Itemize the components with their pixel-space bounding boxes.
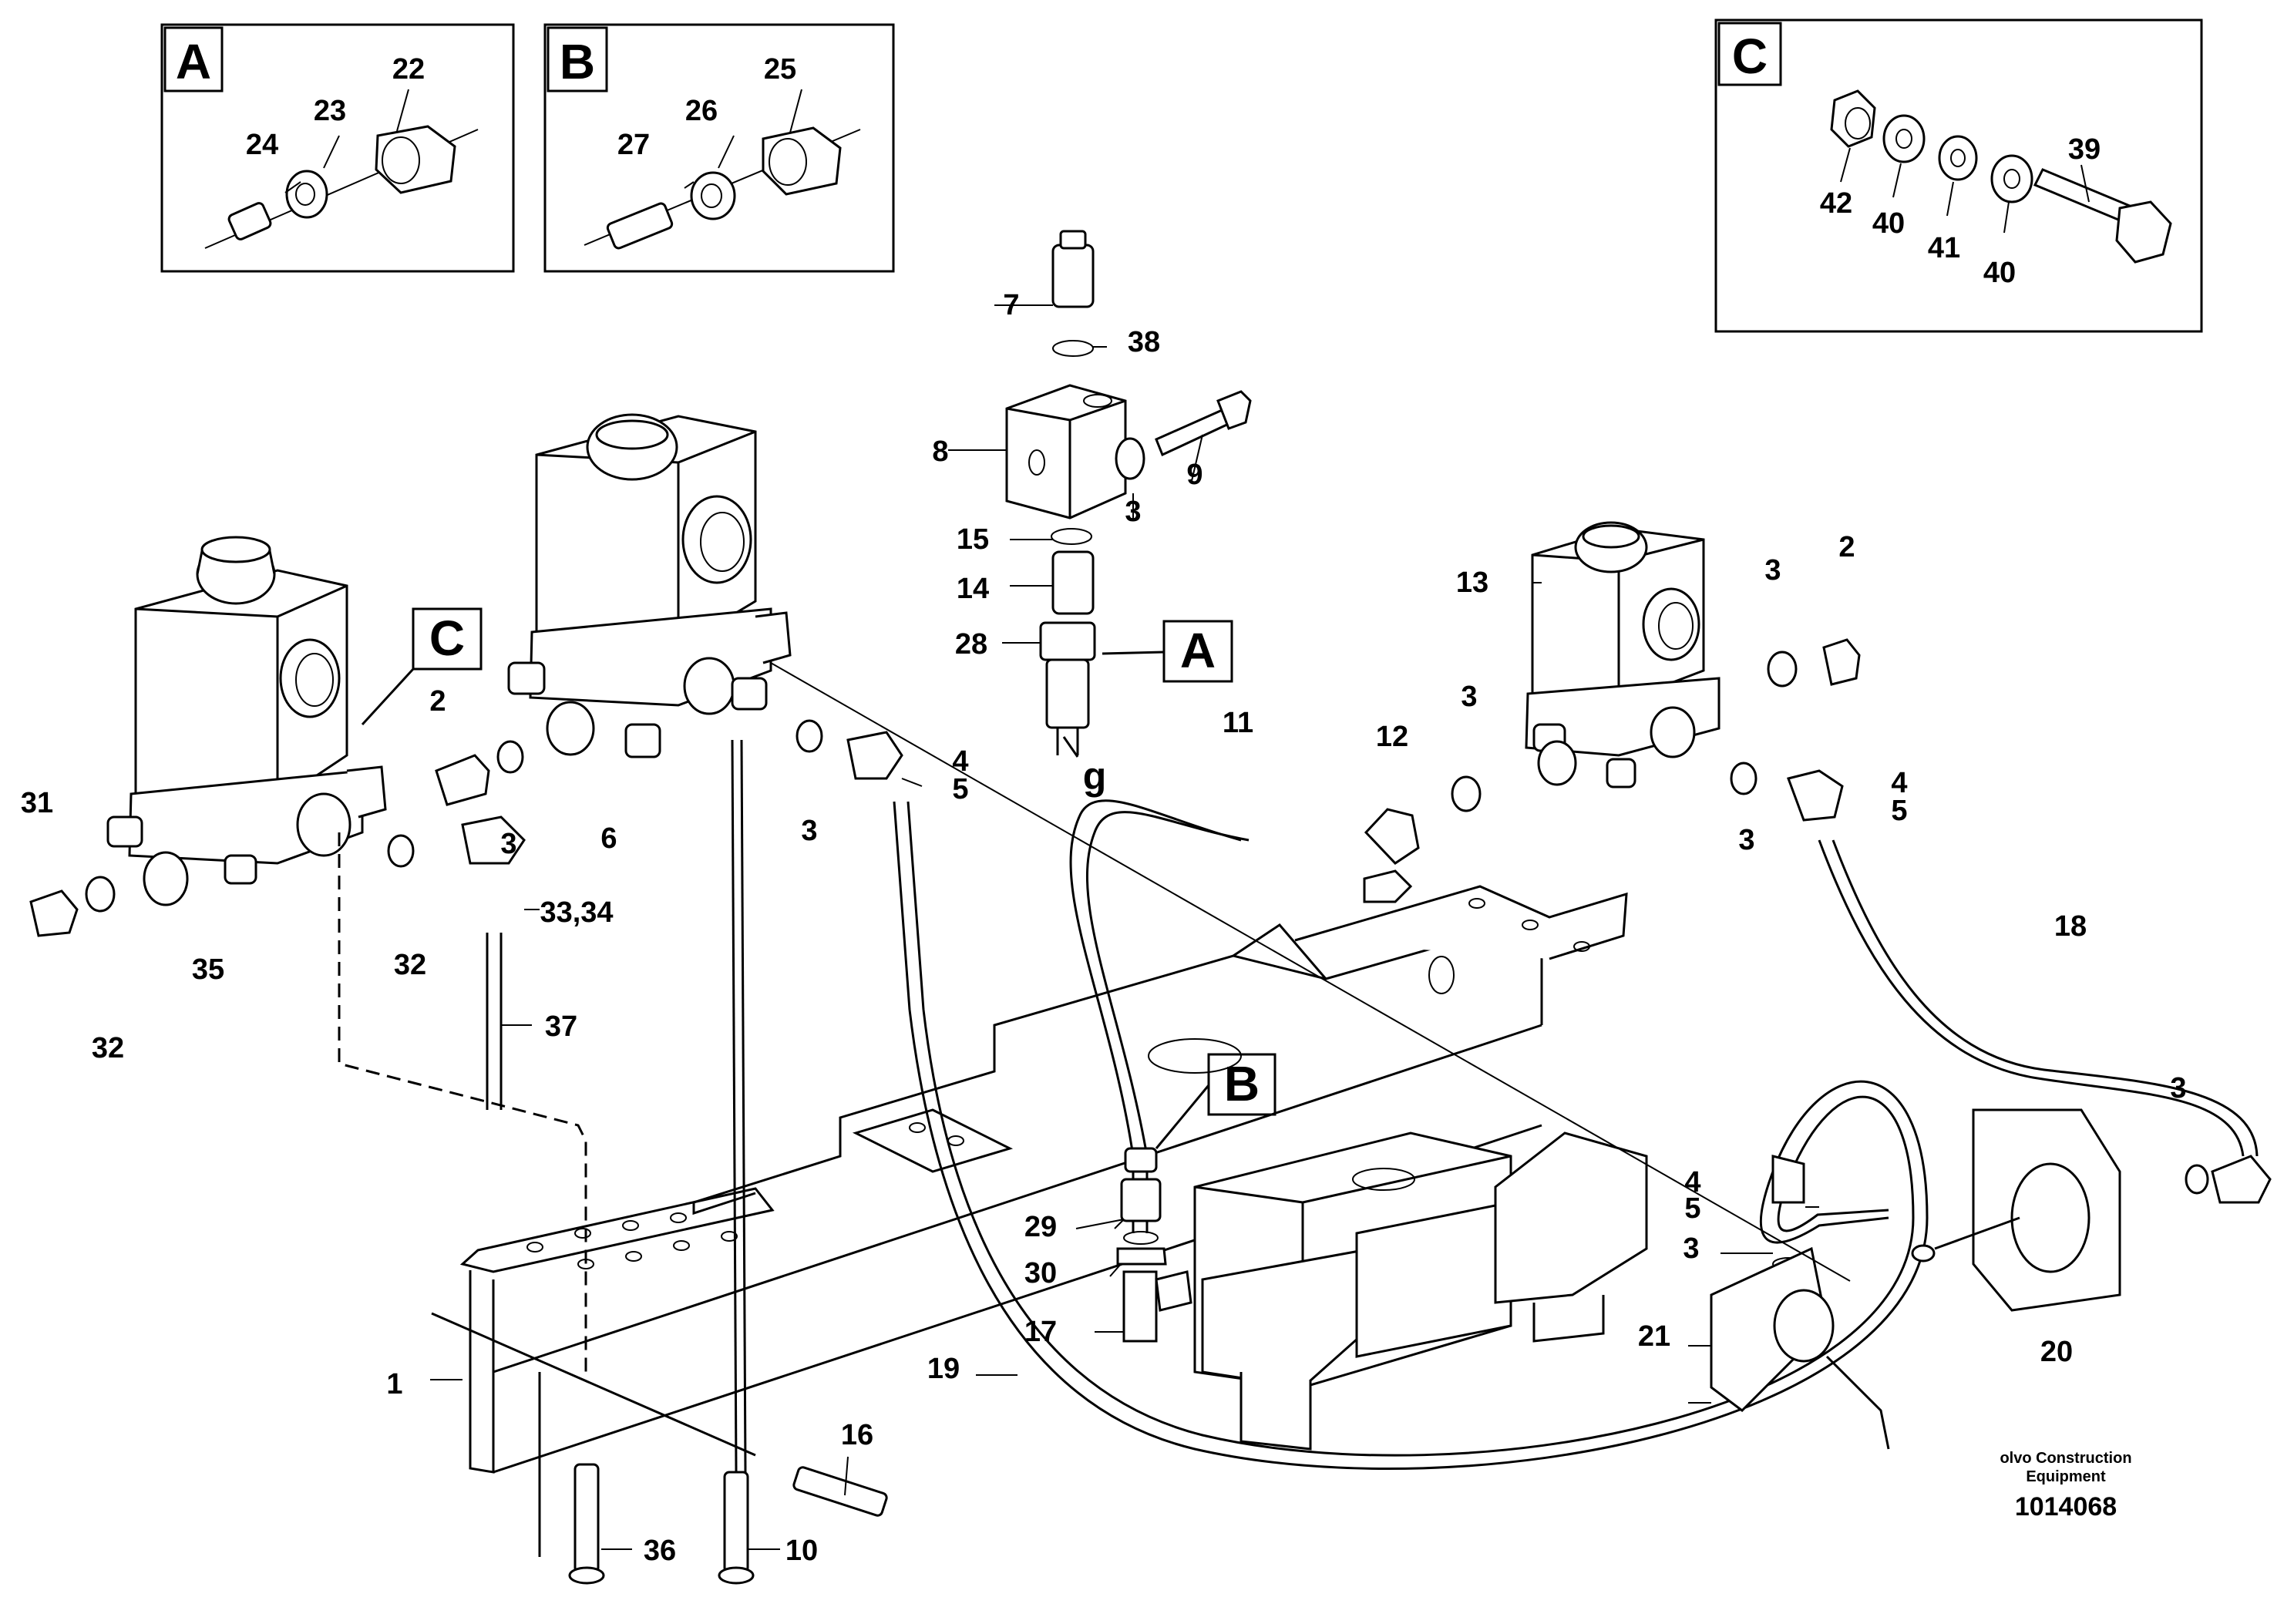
main-valve-block [1193,1131,1648,1451]
callout-7: 7 [1003,289,1019,321]
solenoid-valve-left [106,536,387,906]
marker-g-label: g [1083,755,1107,798]
callout-3-right-lower: 3 [1738,824,1754,856]
callout-27: 27 [617,129,650,161]
callout-32-mid: 32 [394,949,426,981]
callout-15: 15 [957,523,989,556]
callout-37: 37 [545,1010,577,1043]
callout-3-midright: 3 [801,815,817,847]
detail-box-c-label: C [1732,29,1768,84]
callout-10: 10 [785,1535,818,1567]
callout-21: 21 [1638,1320,1670,1353]
callout-3-block: 3 [1125,496,1141,528]
marker-c-label: C [429,610,465,666]
brand-line1: olvo Construction [2000,1450,2131,1467]
callout-33-34: 33,34 [540,896,613,929]
detail-box-c: C [1714,18,2203,333]
callout-24: 24 [246,129,278,161]
callout-18: 18 [2054,910,2087,943]
callout-28: 28 [955,628,987,661]
callout-36: 36 [644,1535,676,1567]
callout-14: 14 [957,573,989,605]
callout-3-right-upper: 3 [1461,681,1477,713]
distribution-block [1005,230,1252,755]
callout-5-mid: 5 [952,773,968,805]
callout-35: 35 [192,953,224,986]
callout-26: 26 [685,95,718,127]
callout-31: 31 [21,787,53,819]
callout-30: 30 [1024,1257,1057,1289]
leader-lines [284,89,2090,1550]
solenoid-valve-middle [507,413,792,758]
callout-38: 38 [1128,326,1160,358]
callout-3-right-top: 3 [1764,554,1781,587]
callout-32-left: 32 [92,1032,124,1064]
callout-4-bottom: 4 [1684,1166,1700,1199]
callout-42: 42 [1820,187,1852,220]
callout-9: 9 [1186,459,1202,491]
callout-2-right: 2 [1838,531,1855,563]
callout-12: 12 [1376,721,1408,753]
fittings [29,638,2272,1585]
detail-box-a: A [160,23,515,273]
callout-20: 20 [2040,1336,2073,1368]
detail-box-b-label: B [560,34,595,89]
callout-40-b: 40 [1983,257,2016,289]
callout-6: 6 [600,822,617,855]
callout-3-mid: 3 [500,828,516,860]
detail-markers: C A B g [361,607,1276,1149]
callout-labels: 1 2 2 2 3 3 3 3 3 3 3 3 3 3 4 4 4 5 5 5 … [21,53,2187,1567]
callout-5-right: 5 [1891,795,1907,827]
detail-box-a-label: A [176,34,211,89]
callout-39: 39 [2068,133,2101,166]
detail-box-b: B [543,23,895,273]
callout-29: 29 [1024,1211,1057,1243]
callout-11: 11 [1223,707,1253,739]
callout-2-mid: 2 [429,685,446,718]
callout-16: 16 [841,1419,873,1451]
marker-a-label: A [1180,623,1216,678]
callout-5-bottom: 5 [1684,1192,1700,1225]
solenoid-valve-right [1525,521,1720,788]
reference-number: 1014068 [2015,1492,2117,1521]
callout-19: 19 [927,1353,960,1385]
callout-25: 25 [764,53,796,86]
callout-40-a: 40 [1872,207,1905,240]
brand-line2: Equipment [2026,1468,2106,1485]
marker-b-label: B [1224,1056,1260,1111]
callout-1: 1 [386,1368,402,1400]
callout-8: 8 [932,435,948,468]
callout-23: 23 [314,95,346,127]
callout-22: 22 [392,53,425,86]
callout-41: 41 [1928,232,1960,264]
callout-4-mid: 4 [952,745,968,778]
callout-3-far-right: 3 [2170,1072,2186,1105]
callout-13: 13 [1456,567,1488,599]
callout-17: 17 [1024,1316,1057,1348]
callout-4-right: 4 [1891,767,1907,799]
callout-3-bottom: 3 [1683,1232,1699,1265]
footer: olvo Construction Equipment 1014068 [2000,1450,2131,1521]
